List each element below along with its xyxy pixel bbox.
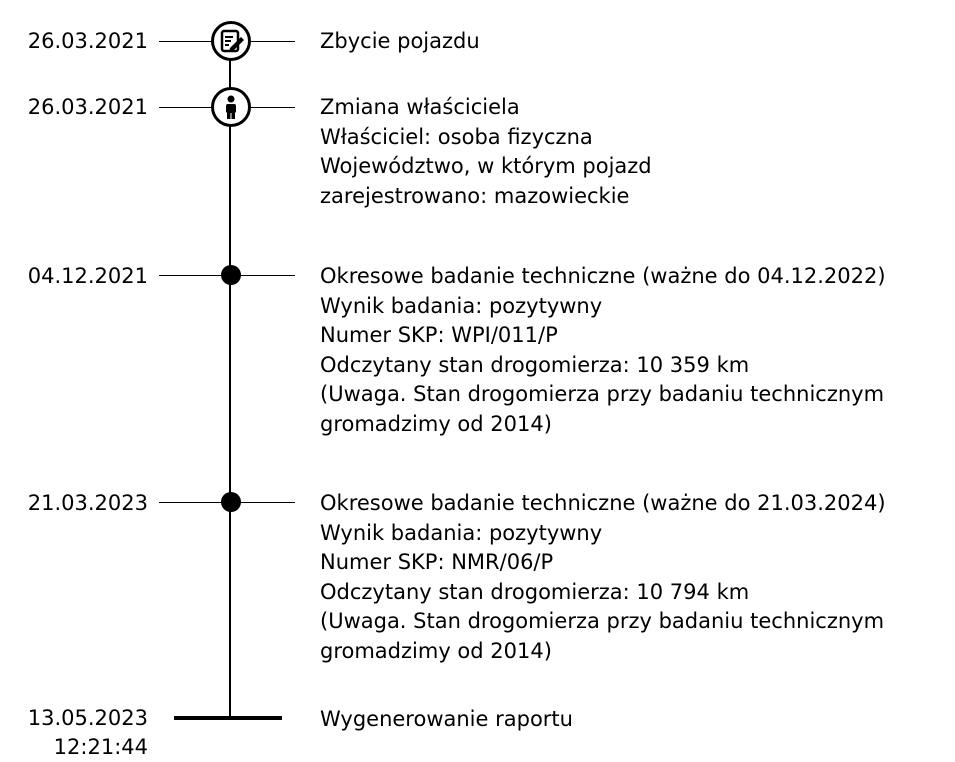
event-line: Zbycie pojazdu [320,29,480,53]
event-date: 13.05.2023 [27,706,148,730]
event-date: 21.03.2023 [27,491,148,515]
connector-left [159,41,229,42]
timeline-end-bar [174,716,282,720]
event-line: Wynik badania: pozytywny [320,520,603,545]
event-line: gromadzimy od 2014) [320,638,552,663]
event-line: Właściciel: osoba fizyczna [320,124,593,149]
person-icon [211,87,251,127]
event-date: 26.03.2021 [27,29,148,53]
event-line: Województwo, w którym pojazd [320,154,652,178]
event-line: (Uwaga. Stan drogomierza przy badaniu te… [320,382,885,406]
timeline-dot-icon [221,492,241,512]
event-description: Okresowe badanie techniczne (ważne do 21… [320,489,955,666]
connector-right [231,502,295,503]
event-date: 26.03.2021 [27,95,148,119]
event-line: Numer SKP: NMR/06/P [320,550,554,574]
timeline-dot-icon [221,265,241,285]
connector-left [159,502,229,503]
timeline-axis [229,38,231,718]
event-line: Okresowe badanie techniczne (ważne do 04… [320,264,886,288]
event-description: Zmiana właściciela Właściciel: osoba fiz… [320,93,955,211]
document-edit-icon [211,21,251,61]
event-line: Odczytany stan drogomierza: 10 359 km [320,352,750,377]
event-description: Zbycie pojazdu [320,27,955,57]
event-line: Okresowe badanie techniczne (ważne do 21… [320,491,886,515]
event-date: 04.12.2021 [27,264,148,288]
event-line: Zmiana właściciela [320,95,520,119]
event-time: 12:21:44 [53,735,148,759]
connector-right [231,41,295,42]
connector-right [231,107,295,108]
event-description: Wygenerowanie raportu [320,705,955,735]
connector-right [231,275,295,276]
event-line: zarejestrowano: mazowieckie [320,183,630,208]
event-line: Wygenerowanie raportu [320,707,573,731]
event-line: (Uwaga. Stan drogomierza przy badaniu te… [320,609,885,633]
connector-left [159,107,229,108]
event-description: Okresowe badanie techniczne (ważne do 04… [320,262,955,439]
connector-left [159,275,229,276]
event-line: gromadzimy od 2014) [320,411,552,436]
event-line: Odczytany stan drogomierza: 10 794 km [320,579,750,604]
event-line: Numer SKP: WPI/011/P [320,323,558,347]
event-line: Wynik badania: pozytywny [320,293,603,318]
